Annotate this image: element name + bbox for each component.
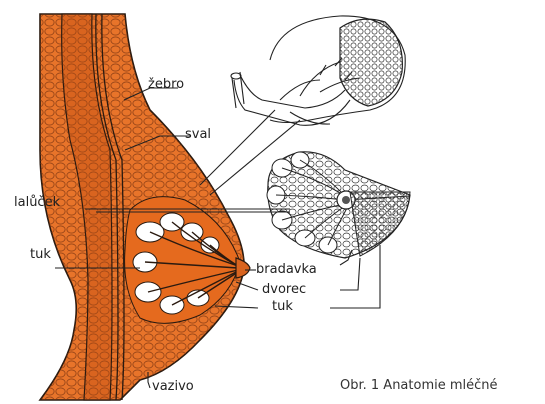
lobule-magnified — [340, 19, 402, 106]
label-bradavka: bradavka — [256, 263, 317, 276]
label-lalucek: lalůček — [14, 196, 60, 209]
label-dvorec: dvorec — [262, 283, 306, 296]
label-vazivo: vazivo — [152, 380, 194, 393]
nipple — [236, 258, 250, 278]
breast-cross-section — [40, 14, 250, 400]
label-tuk-left: tuk — [30, 248, 51, 261]
lobe-cross-section — [260, 140, 420, 270]
label-sval: sval — [185, 128, 211, 141]
label-tuk-right: tuk — [272, 300, 293, 313]
figure-caption: Obr. 1 Anatomie mléčné — [340, 378, 498, 393]
label-zebro: žebro — [148, 78, 184, 91]
